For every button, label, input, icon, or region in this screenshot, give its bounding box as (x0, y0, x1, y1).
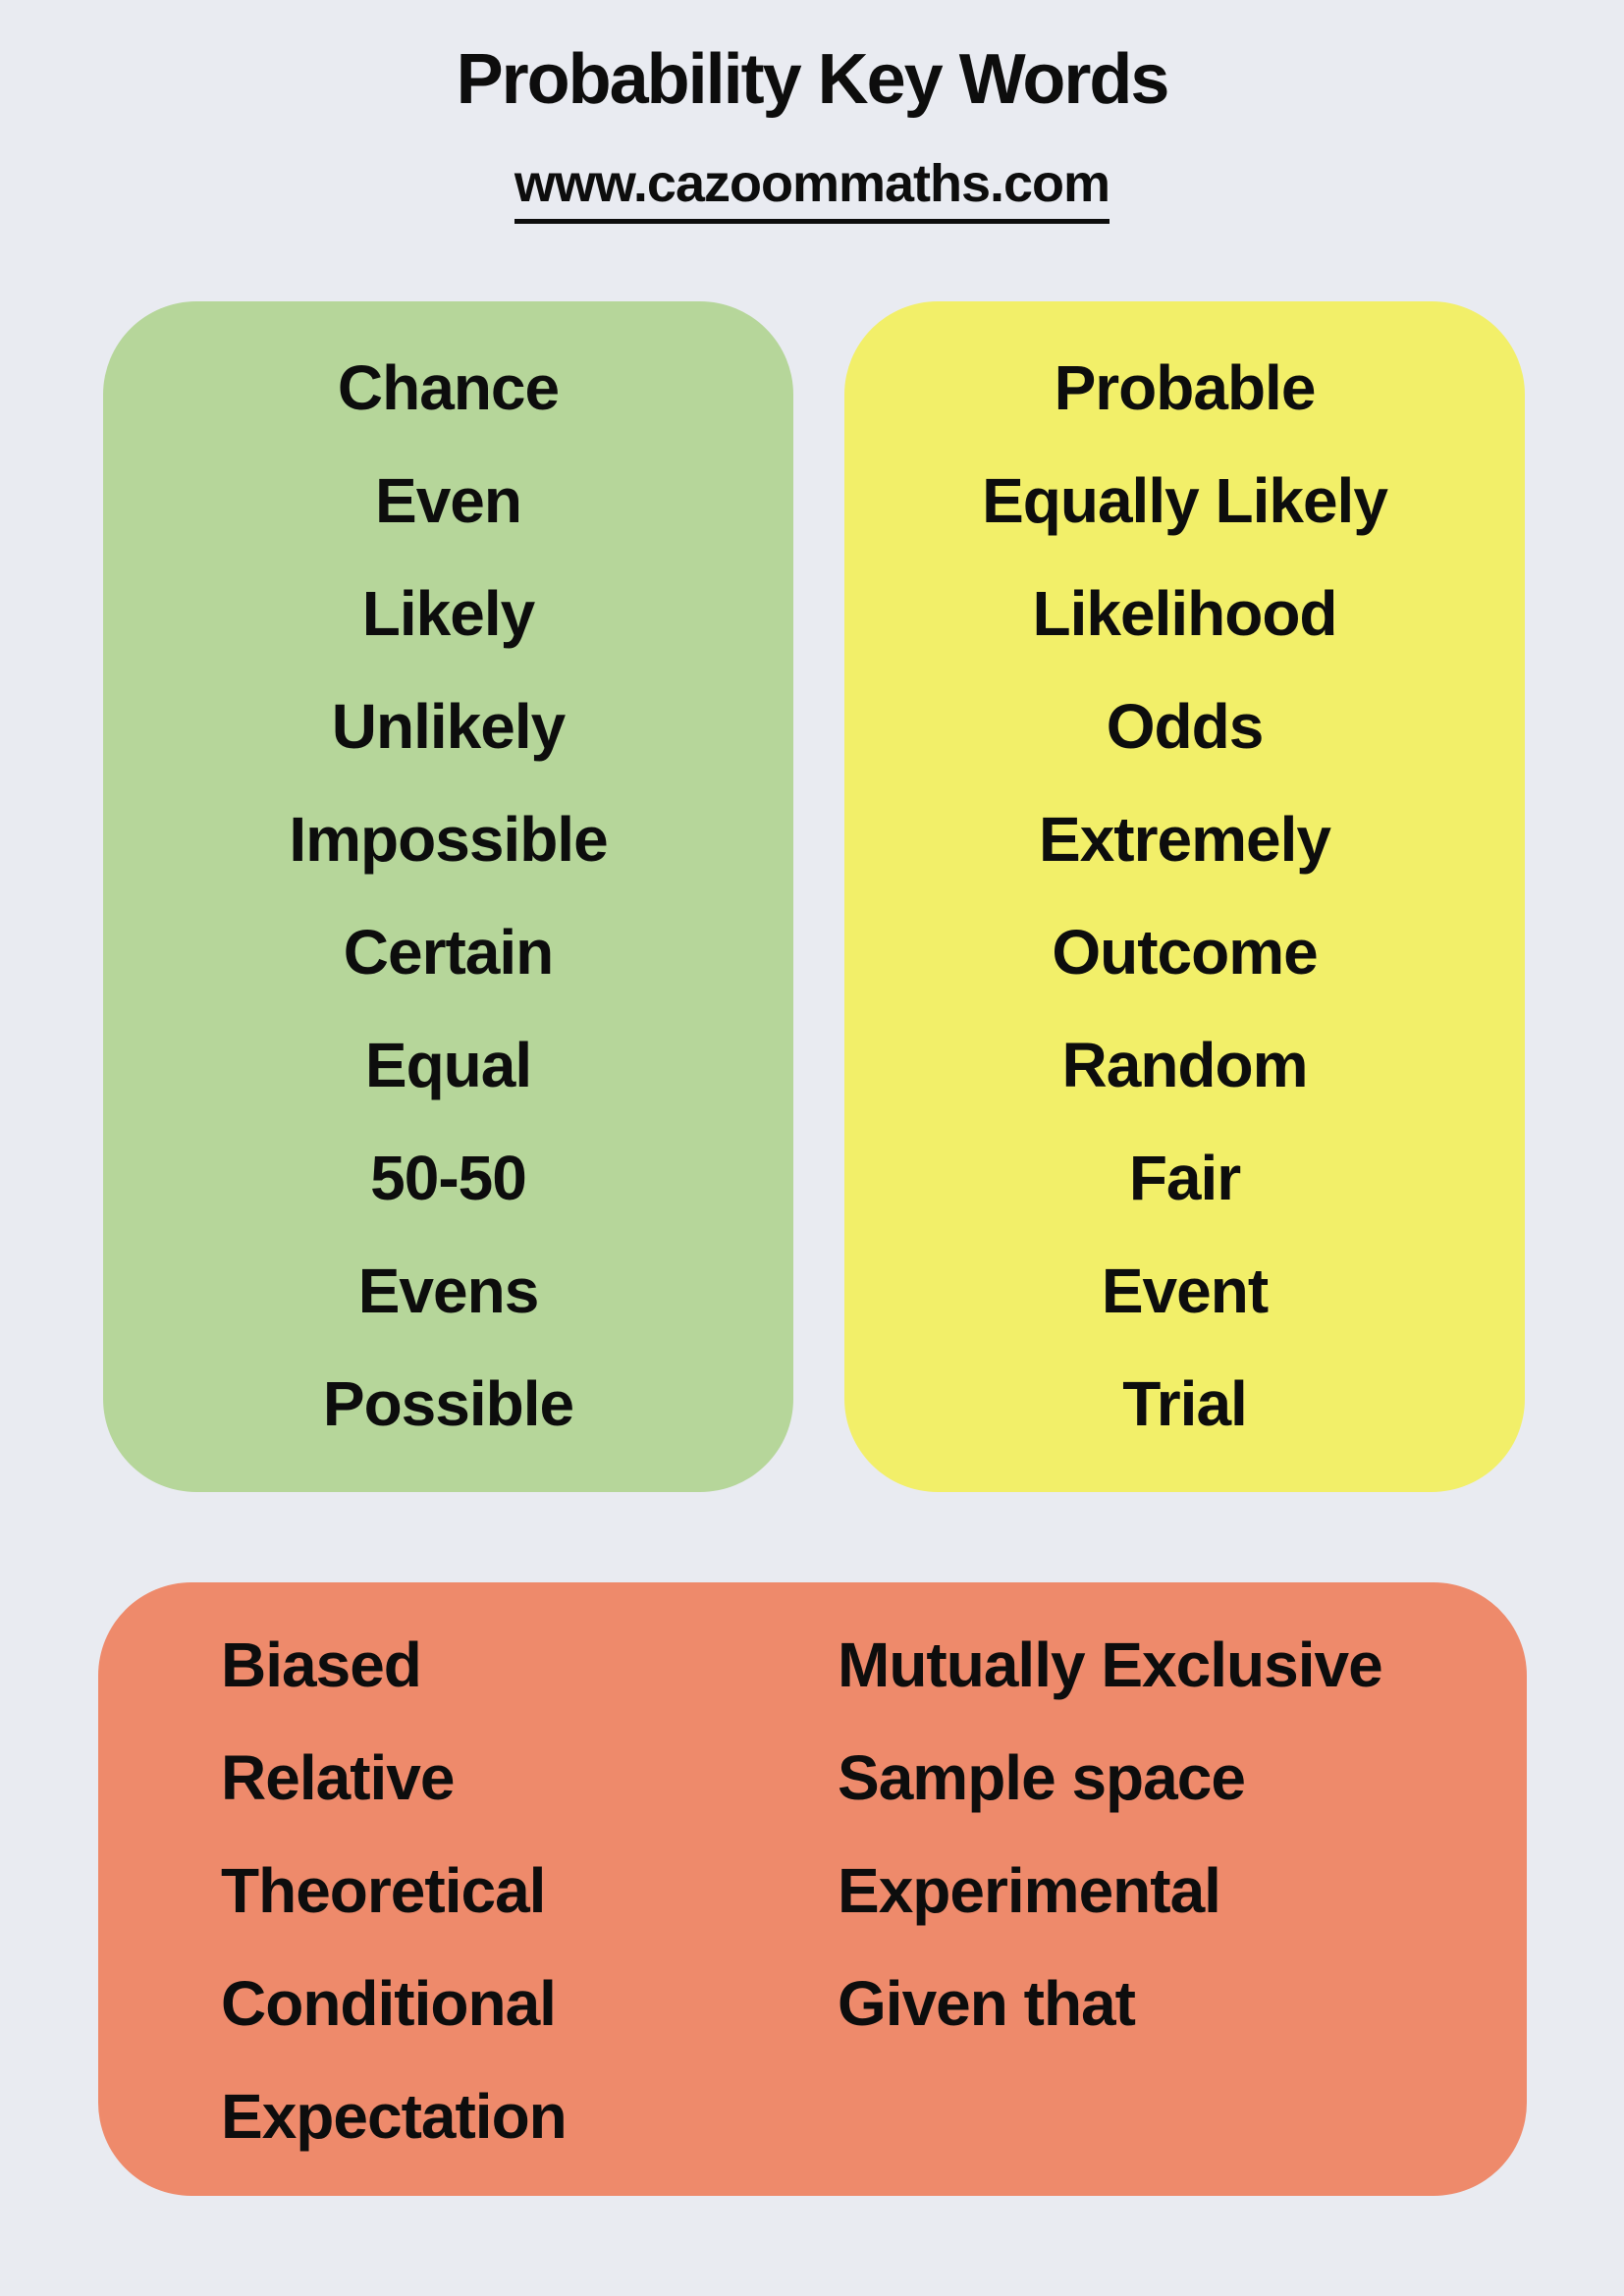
keyword: Possible (322, 1367, 574, 1439)
keyword: Equal (364, 1029, 532, 1100)
keyword: Likely (361, 577, 535, 649)
keyword: Relative (221, 1741, 455, 1813)
keyword: Unlikely (331, 690, 566, 762)
keyword: Given that (838, 1967, 1136, 2039)
keyword: Impossible (289, 803, 608, 875)
keyword: Fair (1128, 1142, 1241, 1213)
page-title: Probability Key Words (456, 40, 1170, 119)
keyword: Outcome (1052, 916, 1318, 988)
keyword: Expectation (221, 2080, 568, 2152)
keyword: Biased (221, 1629, 422, 1700)
keyword: Probable (1054, 351, 1317, 423)
keyword: Equally Likely (982, 464, 1388, 536)
keyword: Sample space (838, 1741, 1246, 1813)
keyword: Mutually Exclusive (838, 1629, 1383, 1700)
keyword: Extremely (1039, 803, 1331, 875)
keyword: Likelihood (1032, 577, 1338, 649)
keyword: Evens (357, 1255, 540, 1326)
website-link[interactable]: www.cazoommaths.com (514, 153, 1110, 224)
website-url-row: www.cazoommaths.com (0, 153, 1624, 224)
keyword: Event (1101, 1255, 1269, 1326)
keyword: Chance (337, 351, 560, 423)
keyword: Theoretical (221, 1854, 546, 1926)
keyword: 50-50 (370, 1142, 527, 1213)
keyword: Certain (343, 916, 555, 988)
keyword: Experimental (838, 1854, 1221, 1926)
keyword: Trial (1122, 1367, 1248, 1439)
keyword: Conditional (221, 1967, 557, 2039)
keyword: Random (1061, 1029, 1309, 1100)
keyword: Odds (1106, 690, 1265, 762)
keyword: Even (375, 464, 522, 536)
